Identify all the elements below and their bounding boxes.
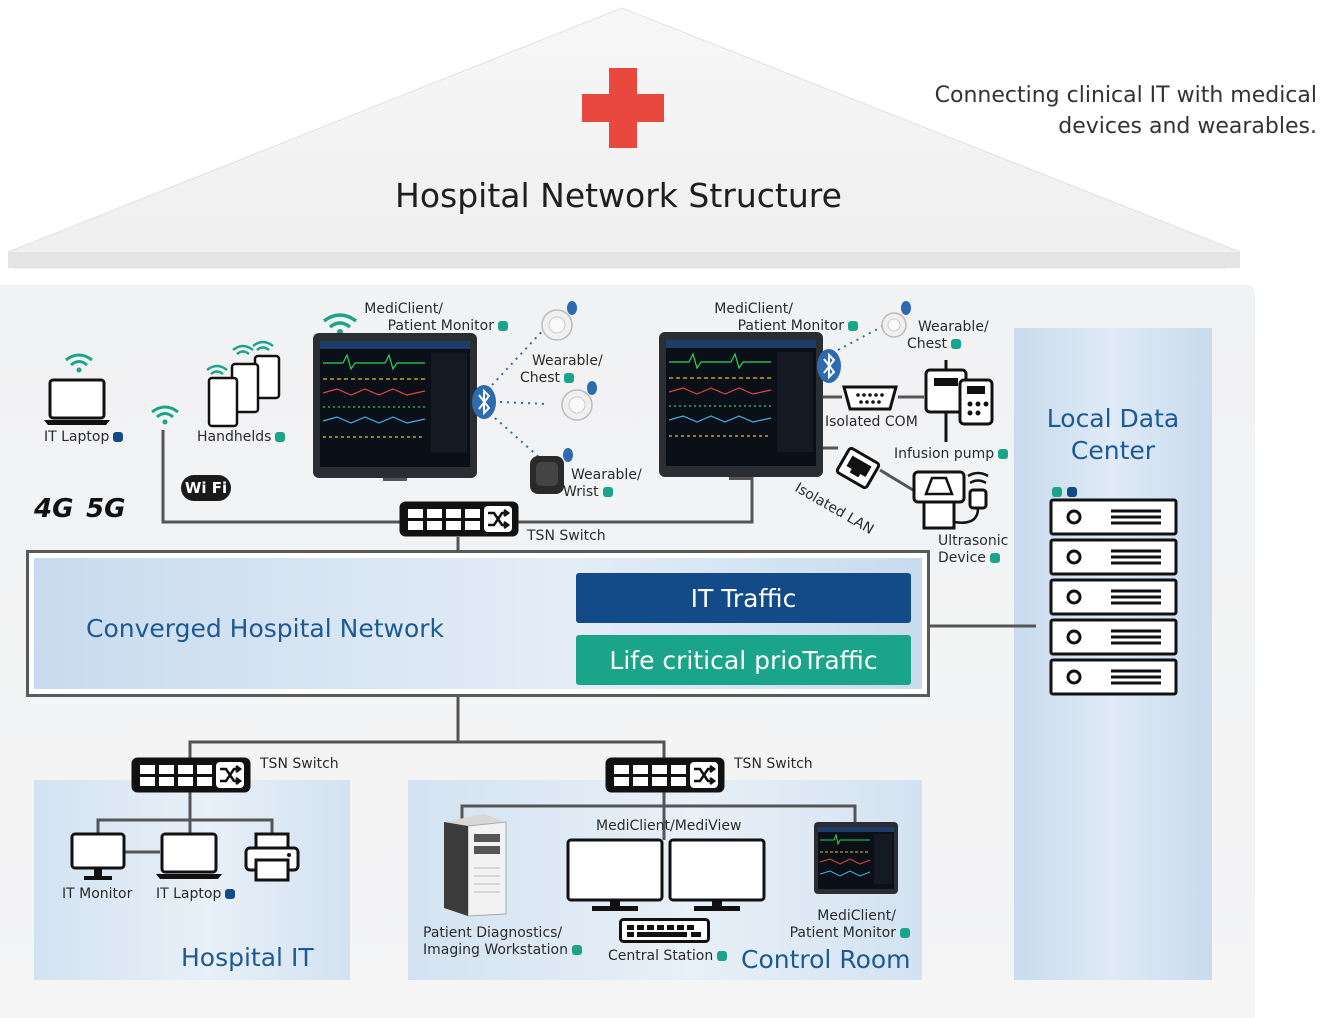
- workstation-tower-icon: [444, 814, 507, 917]
- medical-cross-icon: [582, 68, 664, 148]
- laptop-icon: [44, 378, 110, 425]
- cr-monitor-label-line1: MediClient/: [817, 908, 896, 924]
- wrist-sensor-icon: [530, 448, 573, 494]
- prio-traffic-bar: Life critical prioTraffic: [576, 635, 911, 685]
- infusion-pump-icon: [924, 360, 994, 442]
- patient-monitor-screen: [313, 333, 477, 481]
- tagline-line2: devices and wearables.: [1058, 114, 1317, 139]
- wearable-chest2-label-line2: Chest: [907, 336, 989, 353]
- wifi-icon: [65, 353, 93, 373]
- monitor1-label-line1: MediClient/: [364, 301, 443, 317]
- monitor2-label-line2: Patient Monitor: [680, 318, 858, 335]
- cr-monitor-label: MediClient/ Patient Monitor: [770, 908, 910, 942]
- network-switch-icon: [131, 757, 251, 793]
- control-room-title: Control Room: [741, 945, 911, 974]
- wearable-wrist-label-line1: Wearable/: [571, 467, 642, 483]
- data-center-status-dots: [1052, 482, 1078, 501]
- tagline: Connecting clinical IT with medical devi…: [935, 80, 1317, 142]
- hospital-it-title: Hospital IT: [181, 943, 314, 972]
- chest-sensor-icon: [881, 301, 911, 338]
- central-station-label: Central Station: [608, 948, 727, 965]
- workstation-label-line2: Imaging Workstation: [423, 942, 582, 959]
- data-center-title: Local Data Center: [1014, 403, 1212, 467]
- tsn-switch-left-label: TSN Switch: [260, 756, 339, 772]
- monitor2-label: MediClient/ Patient Monitor: [680, 301, 858, 335]
- ultrasound-device-icon: [912, 470, 989, 530]
- wifi-badge-label: Wi Fi: [184, 479, 228, 497]
- chest-sensor-icon: [561, 381, 597, 421]
- it-laptop-top-label: IT Laptop: [44, 429, 123, 446]
- wearable-wrist-label: Wearable/ Wrist: [563, 467, 642, 501]
- handhelds-icon: [206, 340, 281, 428]
- wifi-badge: Wi Fi: [181, 475, 231, 501]
- page-title: Hospital Network Structure: [395, 176, 842, 215]
- it-laptop-bottom-label: IT Laptop: [156, 886, 235, 903]
- network-5g-badge: 5G: [86, 494, 126, 524]
- ultrasonic-label-line2: Device: [938, 550, 1008, 567]
- infusion-pump-label: Infusion pump: [894, 446, 1008, 463]
- tsn-switch-top-label: TSN Switch: [527, 528, 606, 544]
- wearable-chest2-label-line1: Wearable/: [918, 319, 989, 335]
- chest-sensor-icon: [541, 301, 577, 341]
- converged-network-title: Converged Hospital Network: [86, 614, 445, 643]
- tsn-switch-right-label: TSN Switch: [734, 756, 813, 772]
- network-switch-icon: [399, 501, 519, 537]
- wifi-icon: [151, 405, 179, 425]
- network-switch-icon: [605, 757, 725, 793]
- ultrasonic-label-line1: Ultrasonic: [938, 533, 1009, 549]
- ultrasonic-label: Ultrasonic Device: [938, 533, 1008, 567]
- serial-port-icon: [842, 385, 898, 411]
- tagline-line1: Connecting clinical IT with medical: [934, 83, 1317, 108]
- bluetooth-icon: [472, 385, 496, 419]
- ethernet-port-icon: [835, 446, 881, 490]
- patient-monitor-screen: [659, 332, 823, 480]
- desktop-monitor-icon: [70, 832, 126, 880]
- workstation-label: Patient Diagnostics/ Imaging Workstation: [423, 925, 582, 959]
- monitor1-label-line2: Patient Monitor: [330, 318, 508, 335]
- server-rack-icon: [1049, 498, 1178, 696]
- isolated-com-label: Isolated COM: [825, 414, 918, 430]
- network-4g-badge: 4G: [34, 494, 74, 524]
- workstation-label-line1: Patient Diagnostics/: [423, 925, 563, 941]
- wearable-chest1-label: Wearable/ Chest: [520, 353, 603, 387]
- wearable-wrist-label-line2: Wrist: [563, 484, 642, 501]
- monitor1-label: MediClient/ Patient Monitor: [330, 301, 508, 335]
- printer-icon: [244, 832, 300, 882]
- monitor2-label-line1: MediClient/: [714, 301, 793, 317]
- it-monitor-label: IT Monitor: [62, 886, 133, 902]
- dual-monitor-icon: [566, 838, 766, 911]
- laptop-icon: [156, 832, 222, 879]
- wearable-chest1-label-line1: Wearable/: [532, 353, 603, 369]
- data-center-title-line1: Local Data: [1046, 404, 1180, 433]
- cr-monitor-label-line2: Patient Monitor: [770, 925, 910, 942]
- it-traffic-bar: IT Traffic: [576, 573, 911, 623]
- data-center-title-line2: Center: [1070, 436, 1156, 465]
- handhelds-label: Handhelds: [197, 429, 285, 446]
- keyboard-icon: [619, 918, 710, 943]
- patient-monitor-screen: [814, 822, 898, 894]
- wearable-chest1-label-line2: Chest: [520, 370, 603, 387]
- wearable-chest2-label: Wearable/ Chest: [907, 319, 989, 353]
- mediview-label: MediClient/MediView: [596, 818, 742, 834]
- bluetooth-icon: [817, 349, 841, 383]
